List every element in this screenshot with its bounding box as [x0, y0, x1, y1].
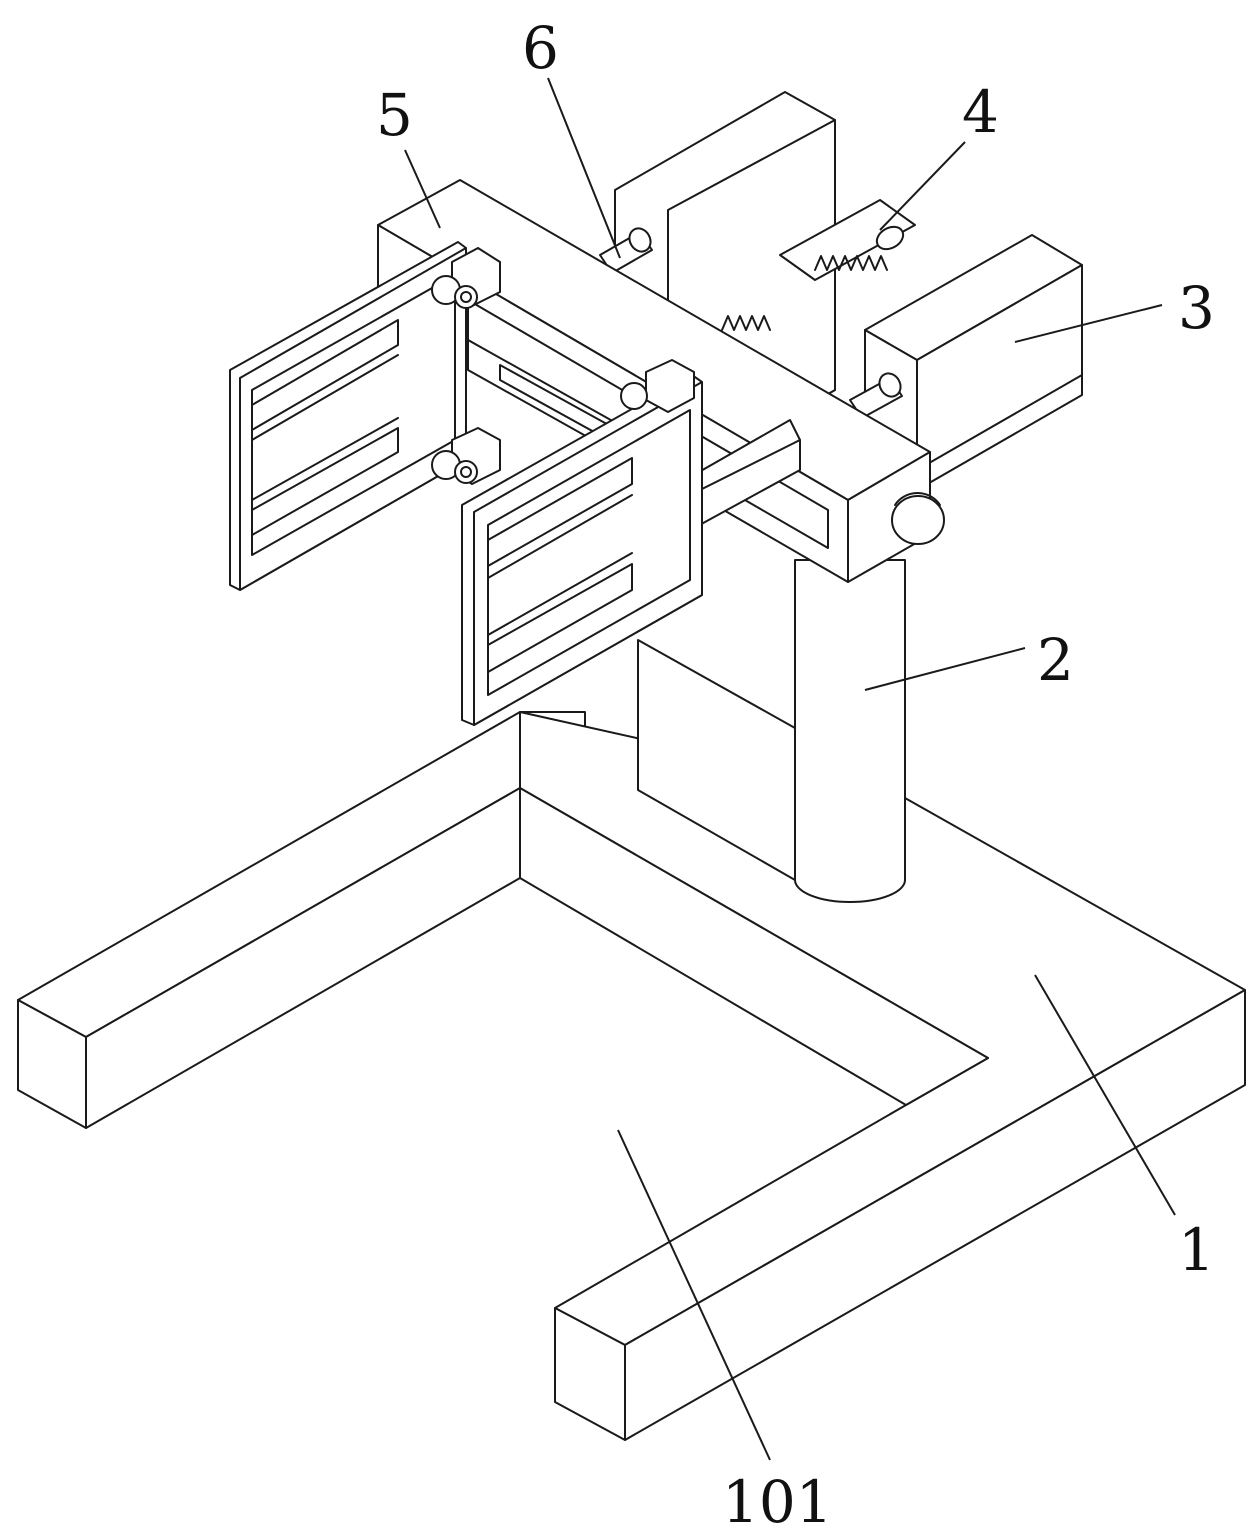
- part-labels: 1 101 2 3 4 5 6: [376, 14, 1215, 1536]
- label-4: 4: [962, 78, 999, 146]
- label-1: 1: [1178, 1216, 1215, 1284]
- label-6: 6: [522, 14, 559, 82]
- leader-101: [617, 1129, 771, 1461]
- leader-1: [1034, 974, 1176, 1216]
- slide-rods: [599, 227, 903, 419]
- label-2: 2: [1037, 626, 1074, 694]
- label-3: 3: [1178, 274, 1215, 342]
- label-101: 101: [722, 1468, 833, 1536]
- column: [637, 559, 906, 903]
- label-5: 5: [376, 81, 413, 149]
- leader-lines: [404, 77, 1176, 1461]
- right-clamp-plate: [461, 374, 703, 726]
- left-clamp-plate: [229, 241, 467, 591]
- leader-5: [404, 149, 441, 229]
- leader-2: [864, 647, 1026, 691]
- leader-3: [1014, 304, 1163, 343]
- leader-4: [879, 141, 966, 231]
- roller-hinges: [431, 247, 695, 485]
- spring: [721, 199, 916, 331]
- leader-6: [547, 77, 621, 259]
- base-frame: [17, 711, 1246, 1441]
